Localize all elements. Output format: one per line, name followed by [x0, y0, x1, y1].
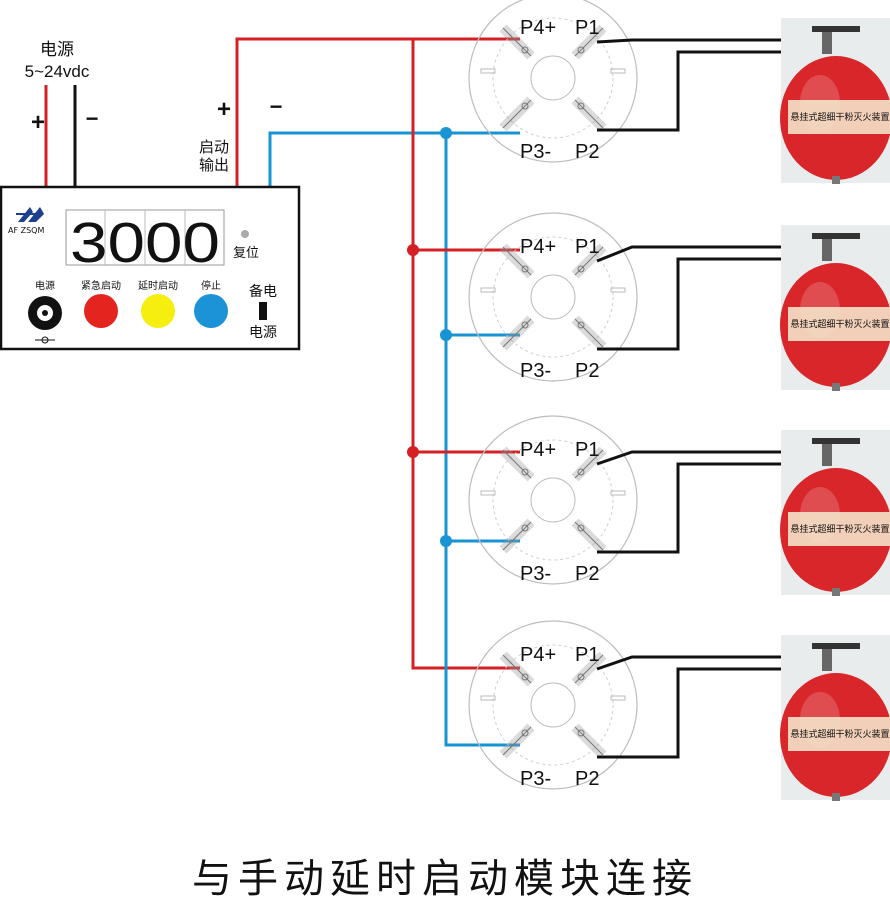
signal-wire-p2 [597, 667, 830, 759]
power-minus-sign: − [86, 106, 99, 131]
fire-extinguisher: 悬挂式超细干粉灭火装置 [780, 430, 890, 596]
output-plus-sign: + [217, 96, 231, 123]
terminal-label-p1: P1 [575, 236, 599, 258]
power-jack[interactable] [28, 296, 62, 330]
fire-extinguisher: 悬挂式超细干粉灭火装置 [780, 18, 890, 184]
fire-extinguisher: 悬挂式超细干粉灭火装置 [780, 225, 890, 391]
extinguisher-label: 悬挂式超细干粉灭火装置 [790, 111, 889, 123]
delay-start-button[interactable] [141, 294, 175, 328]
button-label-stop: 停止 [201, 279, 221, 292]
terminal-label-p3: P3- [520, 768, 551, 790]
reset-indicator[interactable] [241, 230, 249, 238]
backup-power-switch[interactable] [259, 302, 267, 320]
signal-wire-p1 [596, 245, 830, 263]
display-value: 3000 [70, 211, 220, 275]
negative-bus [444, 133, 520, 747]
output-label-line2: 输出 [199, 157, 229, 174]
signal-wire-p2 [597, 50, 830, 132]
terminal-label-p2: P2 [575, 563, 599, 585]
junction-dot [407, 244, 419, 256]
terminal-label-p4: P4+ [520, 236, 556, 258]
output-positive-wire [235, 37, 520, 188]
terminal-label-p1: P1 [575, 644, 599, 666]
terminal-label-p3: P3- [520, 563, 551, 585]
terminal-label-p2: P2 [575, 768, 599, 790]
seven-segment-display [65, 209, 225, 266]
terminal-label-p3: P3- [520, 141, 551, 163]
extinguisher-label: 悬挂式超细干粉灭火装置 [790, 728, 889, 740]
brand-logo [16, 207, 44, 222]
power-plus-sign: + [31, 109, 45, 136]
extinguisher-label: 悬挂式超细干粉灭火装置 [790, 318, 889, 330]
junction-dot [440, 329, 452, 341]
signal-wire-p2 [597, 462, 830, 554]
terminal-label-p4: P4+ [520, 644, 556, 666]
power-voltage: 5~24vdc [25, 62, 90, 81]
backup-label-line1: 备电 [249, 283, 277, 300]
terminal-label-p1: P1 [575, 439, 599, 461]
signal-wire-p1 [596, 450, 830, 466]
terminal-label-p4: P4+ [520, 17, 556, 39]
junction-dot [407, 446, 419, 458]
junction-dot [440, 535, 452, 547]
extinguisher-label: 悬挂式超细干粉灭火装置 [790, 523, 889, 535]
terminal-label-p2: P2 [575, 360, 599, 382]
extinguishers: 悬挂式超细干粉灭火装置悬挂式超细干粉灭火装置悬挂式超细干粉灭火装置悬挂式超细干粉… [780, 18, 890, 801]
backup-label-line2: 电源 [249, 325, 277, 341]
caption: 与手动延时启动模块连接 [192, 856, 698, 902]
terminal-label-p4: P4+ [520, 439, 556, 461]
button-label-emergency: 紧急启动 [81, 279, 121, 292]
button-label-power: 电源 [35, 279, 55, 292]
button-label-delay: 延时启动 [138, 279, 178, 292]
output-minus-sign: − [270, 94, 283, 119]
power-title: 电源 [40, 40, 74, 59]
signal-wire-p1 [596, 38, 830, 44]
brand-name: AF ZSQM [8, 226, 44, 235]
terminal-label-p1: P1 [575, 17, 599, 39]
signal-wire-p2 [597, 257, 830, 351]
reset-label: 复位 [233, 246, 259, 261]
signal-wire-p1 [596, 655, 830, 671]
fire-extinguisher: 悬挂式超细干粉灭火装置 [780, 635, 890, 801]
output-label-line1: 启动 [199, 139, 229, 156]
power-polarity-icon [35, 336, 55, 344]
junction-dot [440, 127, 452, 139]
controller-module: AF ZSQM 3000 复位 电源 紧急启动 延时启动 停止 备电 电源 [0, 185, 301, 351]
terminal-label-p2: P2 [575, 141, 599, 163]
terminal-label-p3: P3- [520, 360, 551, 382]
output-negative-wire [268, 131, 520, 188]
emergency-start-button[interactable] [84, 294, 118, 328]
stop-button[interactable] [194, 294, 228, 328]
